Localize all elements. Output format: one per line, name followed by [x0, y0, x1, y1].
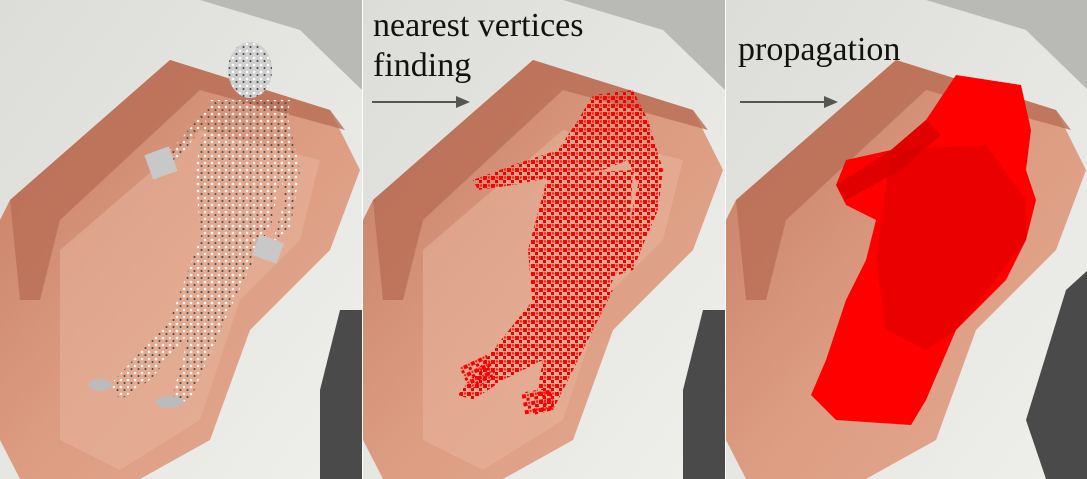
- caption-nearest-vertices: nearest vertices finding: [373, 6, 584, 86]
- caption-line-1: nearest vertices: [373, 6, 584, 46]
- scene-propagation: [726, 0, 1087, 479]
- arrow-right-icon: [740, 94, 840, 110]
- panel-human-point-cloud: [0, 0, 362, 479]
- panel-propagation: [726, 0, 1087, 479]
- arrow-right-icon: [372, 94, 472, 110]
- caption-propagation: propagation: [738, 30, 900, 70]
- caption-line-2: finding: [373, 46, 584, 86]
- dark-block-1: [320, 310, 362, 479]
- dark-block-2: [683, 310, 725, 479]
- scene-sofa-human: [0, 0, 362, 479]
